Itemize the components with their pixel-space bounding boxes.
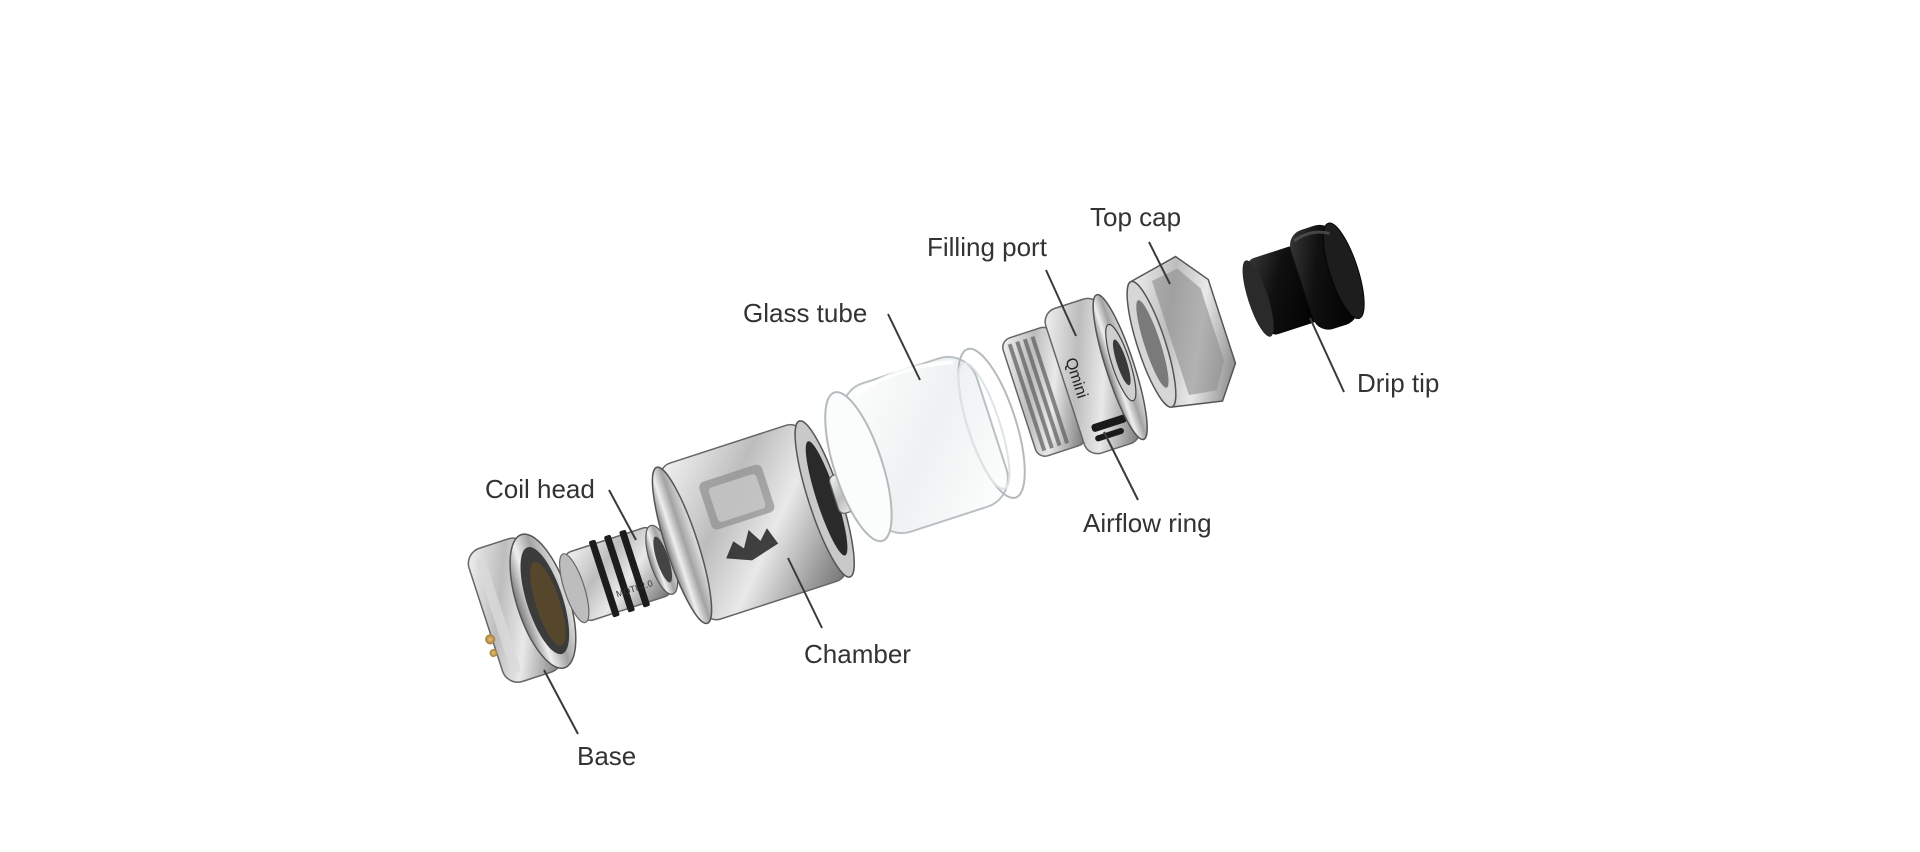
airflow-ring-part: Qmini <box>1002 293 1148 457</box>
leader-top-cap <box>1148 241 1171 285</box>
base-part <box>467 533 577 683</box>
leader-coil-head <box>608 489 637 541</box>
coil-head-part: MOTI-2.0 <box>559 524 679 624</box>
drip-tip-part <box>1242 222 1365 337</box>
leader-glass-tube <box>887 313 921 381</box>
leader-chamber <box>787 557 823 629</box>
label-chamber: Chamber <box>804 639 911 669</box>
label-coil-head: Coil head <box>485 474 595 504</box>
leader-drip-tip <box>1309 317 1345 393</box>
leader-filling-port <box>1045 269 1077 337</box>
glass-tube-part <box>824 347 1026 543</box>
leader-base <box>543 669 579 735</box>
label-glass-tube: Glass tube <box>743 298 867 328</box>
leader-airflow-ring <box>1103 431 1139 501</box>
label-filling-port: Filling port <box>927 232 1048 262</box>
label-top-cap: Top cap <box>1090 202 1181 232</box>
top-cap-part <box>1126 255 1237 408</box>
label-airflow-ring: Airflow ring <box>1083 508 1212 538</box>
label-drip-tip: Drip tip <box>1357 368 1439 398</box>
label-base: Base <box>577 741 636 771</box>
